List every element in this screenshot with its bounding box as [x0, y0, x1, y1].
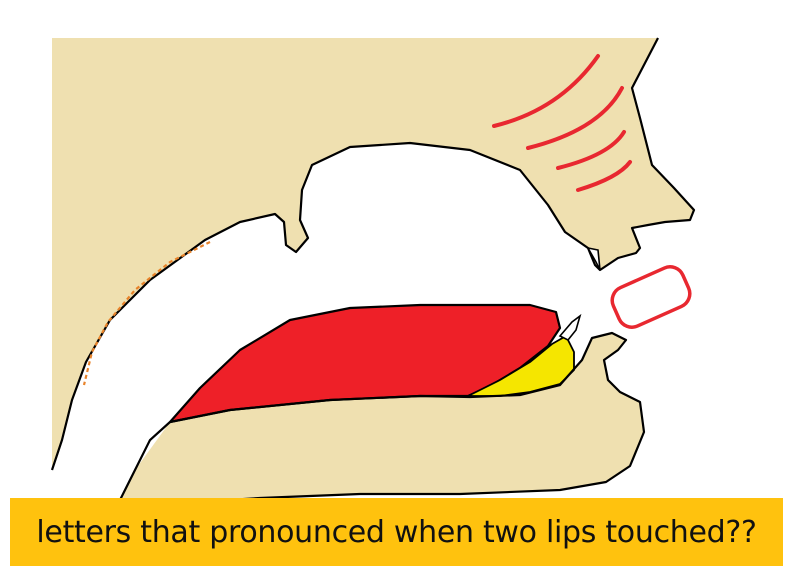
caption-text: letters that pronounced when two lips to…	[36, 514, 757, 550]
soft-palate-dotted-line	[82, 241, 211, 386]
lower-tooth	[558, 313, 582, 342]
lower-jaw-skin	[120, 333, 644, 500]
under-tongue-highlight	[467, 335, 575, 397]
upper-tooth	[586, 246, 601, 271]
nasal-airflow-lines	[492, 54, 632, 192]
palate-outline	[50, 37, 696, 471]
lower-jaw-outline	[169, 331, 646, 502]
throat-back-line	[119, 421, 171, 501]
lip-highlight-oval	[610, 265, 692, 329]
caption-band: letters that pronounced when two lips to…	[10, 498, 783, 566]
